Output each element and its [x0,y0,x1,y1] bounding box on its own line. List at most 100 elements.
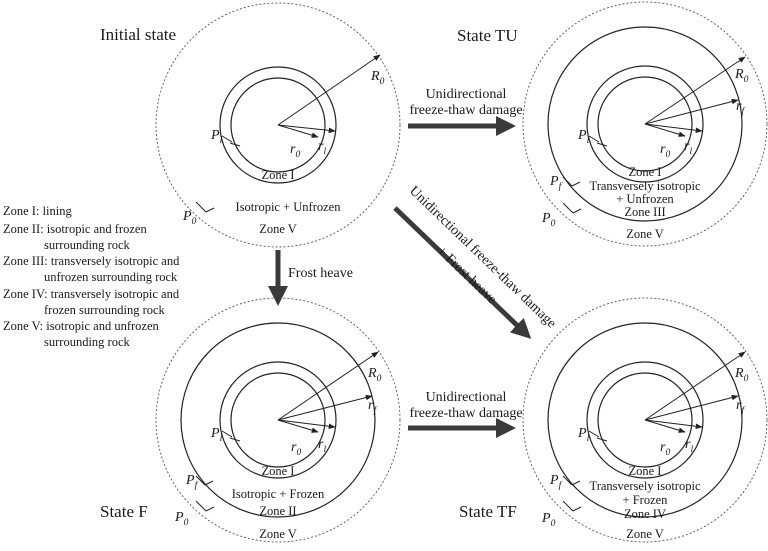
symbol-Pf: Pf [549,174,563,192]
legend-item-zone-III-cont: unfrozen surrounding rock [44,270,178,284]
pressure-Pl-arrow [221,135,241,147]
transition-bottom: Unidirectional freeze-thaw damage [408,390,523,438]
pressure-P0-arrow [562,202,582,214]
material-label: Isotropic + Frozen [232,487,325,501]
state-f-panel: State F R0 rf r0 rl Pl Pf P0 Zone I Isot… [100,297,401,543]
symbol-Pl: Pl [577,426,590,444]
state-title: Initial state [100,25,176,44]
pressure-Pl-arrow [588,135,608,147]
zone-I-label: Zone I [629,165,662,179]
zone-I-label: Zone I [629,464,662,478]
lining-inner-circle [230,77,326,173]
legend-item-zone-II-cont: surrounding rock [44,238,130,252]
pressure-Pf-arrow [562,475,581,486]
zone-I-label: Zone I [262,168,295,182]
zone-IV-label: Zone IV [624,507,666,521]
transition-arrow [393,206,532,339]
legend-item-zone-V-cont: surrounding rock [44,335,130,349]
zone-II-label: Zone II [259,504,296,518]
symbol-P0: P0 [541,211,556,229]
outer-boundary-circle [522,297,768,543]
symbol-P0: P0 [174,510,189,528]
zone-V-label: Zone V [626,227,664,241]
transition-label-line2: freeze-thaw damage [409,103,522,118]
radius-R0-arrow [277,54,381,126]
lining-inner-circle [597,372,693,468]
transition-label: Frost heave [288,266,353,281]
symbol-Pl: Pl [577,128,590,146]
symbol-r0: r0 [290,142,300,160]
frozen-zone-circle [180,322,376,518]
damaged-frozen-zone-circle [547,322,743,518]
symbol-Pl: Pl [210,128,223,146]
lining-outer-circle [219,66,337,184]
symbol-rf: rf [368,398,377,416]
state-tu-panel: State TU R0 rf r0 rl Pl Pf P0 Zone I Tra… [457,1,768,247]
legend-item-zone-IV-cont: frozen surrounding rock [44,303,166,317]
symbol-rl: rl [684,139,692,157]
pressure-P0-arrow [195,500,215,512]
zone-V-label: Zone V [259,222,297,236]
radius-rl-arrow [644,419,703,430]
radius-rf-arrow [644,394,739,421]
transition-label-line1: Unidirectional [426,87,507,102]
material-label-line1: Transversely isotropic [590,479,701,493]
state-title: State F [100,502,148,521]
symbol-R0: R0 [370,69,385,87]
radius-rf-arrow [644,98,739,125]
zone-III-label: Zone III [624,205,665,219]
symbol-Pf: Pf [549,473,563,491]
material-label-line1: Transversely isotropic [590,179,701,193]
symbol-Pf: Pf [185,473,199,491]
radius-R0-arrow [644,351,746,421]
zone-V-label: Zone V [259,527,297,541]
legend-item-zone-V: Zone V: isotropic and unfrozen [3,319,159,333]
radius-rl-arrow [277,419,336,430]
radius-rl-arrow [644,123,703,134]
symbol-R0: R0 [367,366,382,384]
symbol-Pl: Pl [210,426,223,444]
symbol-rl: rl [318,437,326,455]
lining-outer-circle [586,361,704,479]
material-label-line2: + Unfrozen [616,192,674,206]
pressure-Pf-arrow [562,176,581,187]
pressure-P0-arrow [562,500,582,512]
pressure-Pl-arrow [221,430,241,442]
material-label: Isotropic + Unfrozen [236,200,342,214]
radius-R0-arrow [277,351,379,421]
radius-r0-arrow [277,419,319,433]
transition-top: Unidirectional freeze-thaw damage [408,87,523,136]
lining-inner-circle [230,372,326,468]
symbol-P0: P0 [541,511,556,529]
legend-item-zone-II: Zone II: isotropic and frozen [3,222,147,236]
outer-boundary-circle [522,1,768,247]
material-label-line2: + Frozen [623,493,669,507]
transition-label-line1: Unidirectional freeze-thaw damage [406,184,559,332]
symbol-r0: r0 [291,440,301,458]
radius-r0-arrow [644,419,686,433]
lining-inner-circle [597,76,693,172]
symbol-r0: r0 [660,142,670,160]
transition-diagonal: Unidirectional freeze-thaw damage + Fros… [393,184,559,339]
lining-outer-circle [219,361,337,479]
transition-label-line1: Unidirectional [426,390,507,405]
state-title: State TF [459,502,517,521]
symbol-r0: r0 [660,440,670,458]
legend-item-zone-IV: Zone IV: transversely isotropic and [3,287,180,301]
zone-V-label: Zone V [626,527,664,541]
radius-rf-arrow [277,394,373,421]
transition-label-line2: freeze-thaw damage [409,406,522,421]
zone-legend: Zone I: lining Zone II: isotropic and fr… [3,204,180,349]
state-tf-panel: State TF R0 rf r0 rl Pl Pf P0 Zone I Tra… [459,297,768,543]
initial-state-panel: Initial state R0 r0 rl Pl P0 Zone I Isot… [100,2,401,248]
zone-I-label: Zone I [262,464,295,478]
pressure-Pf-arrow [195,475,214,486]
outer-boundary-circle [155,2,401,248]
radius-r0-arrow [277,124,319,138]
radius-r0-arrow [644,123,686,137]
legend-item-zone-III: Zone III: transversely isotropic and [3,254,180,268]
transition-down: Frost heave [268,250,353,306]
pressure-Pl-arrow [588,430,608,442]
symbol-rl: rl [685,437,693,455]
